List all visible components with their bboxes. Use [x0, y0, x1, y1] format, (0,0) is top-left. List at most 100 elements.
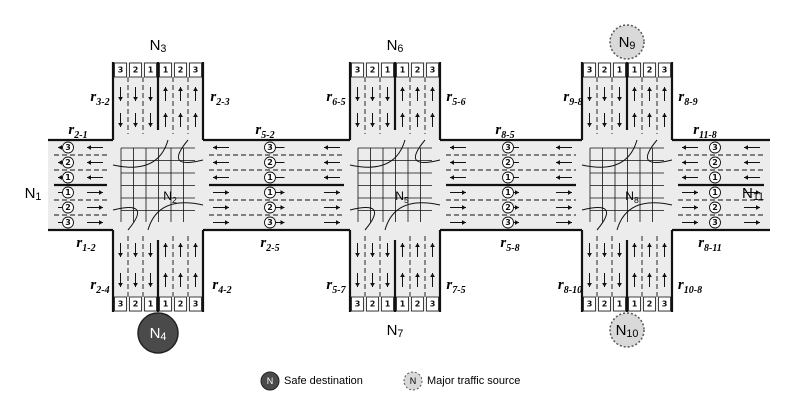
- lane-number: 1: [65, 173, 71, 182]
- road-label-r2-4: r2-4: [90, 277, 109, 296]
- lane-arrow-head: [694, 205, 698, 210]
- lane-number-circle: [502, 141, 514, 154]
- legend-safe-label: Safe destination: [284, 375, 363, 387]
- lane-number-circle: [62, 186, 74, 199]
- lane-arrow-head: [324, 175, 328, 180]
- lane-arrow-head: [58, 145, 62, 150]
- lane-arrow-head: [756, 190, 760, 195]
- lane-number-box: [628, 296, 641, 312]
- lane-number-box: [381, 62, 394, 78]
- lane-arrow-head: [280, 190, 285, 195]
- lane-arrow-head: [602, 283, 607, 287]
- lane-arrow-head: [99, 190, 103, 195]
- road-surfaces: [48, 62, 770, 312]
- lane-number: 2: [178, 300, 184, 309]
- lane-arrow-head: [355, 123, 360, 127]
- lane-number: 3: [587, 300, 593, 309]
- lane-arrow-head: [415, 87, 420, 91]
- lane-arrow-head: [617, 283, 622, 287]
- lane-number-circle: [502, 201, 514, 214]
- lane-arrow-head: [694, 190, 698, 195]
- lane-number-box: [114, 62, 127, 78]
- lane-number-box: [583, 62, 596, 78]
- lane-number-circle: [264, 156, 276, 169]
- lane-arrow-head: [602, 253, 607, 257]
- lane-number: 1: [267, 173, 273, 182]
- lane-number: 2: [602, 300, 608, 309]
- lane-arrow-head: [370, 283, 375, 287]
- lane-number: 2: [712, 158, 718, 167]
- lane-number-box: [426, 62, 439, 78]
- lane-arrow-head: [225, 205, 229, 210]
- lane-arrow-head: [682, 145, 686, 150]
- legend-safe-symbol: N: [267, 376, 274, 386]
- lane-arrow-head: [225, 190, 229, 195]
- lane-arrow-head: [515, 190, 519, 195]
- lane-arrow-head: [744, 160, 748, 165]
- node-label-n3: N3: [150, 37, 167, 56]
- lane-arrow-head: [430, 113, 435, 117]
- turn-curve: [112, 207, 139, 231]
- lane-number: 3: [430, 66, 436, 75]
- node-label-n1: N1: [25, 185, 42, 204]
- lane-arrow-head: [118, 283, 123, 287]
- road-label-r3-2: r3-2: [90, 89, 109, 108]
- node-label-n11: N11: [742, 185, 764, 204]
- lane-arrow-head: [617, 253, 622, 257]
- lane-number-box: [189, 62, 202, 78]
- lane-arrow-head: [193, 273, 198, 277]
- lane-number: 1: [148, 300, 154, 309]
- lane-arrow-head: [602, 97, 607, 101]
- lane-number-box: [583, 296, 596, 312]
- lane-number: 3: [118, 300, 124, 309]
- lane-arrow-head: [324, 160, 328, 165]
- lane-arrow-head: [400, 113, 405, 117]
- lane-arrow-head: [632, 87, 637, 91]
- lane-arrow-head: [450, 160, 454, 165]
- road-label-r4-2: r4-2: [212, 277, 231, 296]
- road-label-r6-5: r6-5: [326, 89, 345, 108]
- lane-arrow-head: [213, 160, 217, 165]
- lane-number-box: [598, 296, 611, 312]
- lane-number: 2: [415, 66, 421, 75]
- lane-number-circle: [62, 171, 74, 184]
- lane-number-circle: [62, 201, 74, 214]
- lane-arrow-head: [602, 123, 607, 127]
- lane-arrow-head: [385, 123, 390, 127]
- lane-number: 2: [415, 300, 421, 309]
- turn-curve: [581, 207, 608, 231]
- road-label-r8-11: r8-11: [698, 235, 722, 254]
- node-n4-safe-destination: N4: [137, 312, 179, 354]
- lane-arrow-head: [370, 123, 375, 127]
- lane-arrow-head: [647, 113, 652, 117]
- node-label-n9: N9: [619, 34, 636, 53]
- lane-arrow-head: [415, 273, 420, 277]
- lane-arrow-head: [336, 220, 340, 225]
- node-label-n6: N6: [387, 37, 404, 56]
- lane-number: 3: [193, 66, 199, 75]
- lane-arrow-head: [756, 205, 760, 210]
- lane-arrow-head: [225, 220, 229, 225]
- lane-arrow-head: [370, 253, 375, 257]
- lane-number-box: [351, 62, 364, 78]
- lane-arrow-head: [385, 253, 390, 257]
- lane-number-circle: [502, 171, 514, 184]
- lane-number: 1: [712, 188, 718, 197]
- lane-arrow-head: [87, 160, 91, 165]
- lane-arrow-head: [632, 113, 637, 117]
- lane-number-box: [174, 62, 187, 78]
- lane-arrow-head: [556, 175, 560, 180]
- lane-number: 1: [632, 300, 638, 309]
- lane-number: 2: [505, 158, 511, 167]
- lane-number: 3: [355, 66, 361, 75]
- lane-number-box: [144, 296, 157, 312]
- lane-arrow-head: [632, 243, 637, 247]
- lane-number: 2: [647, 66, 653, 75]
- lane-arrow-head: [163, 273, 168, 277]
- road-label-r9-8: r9-8: [563, 89, 582, 108]
- lane-arrow-head: [744, 175, 748, 180]
- lane-arrow-head: [647, 243, 652, 247]
- lane-arrow-head: [178, 273, 183, 277]
- lane-arrow-head: [462, 220, 466, 225]
- lane-number: 2: [178, 66, 184, 75]
